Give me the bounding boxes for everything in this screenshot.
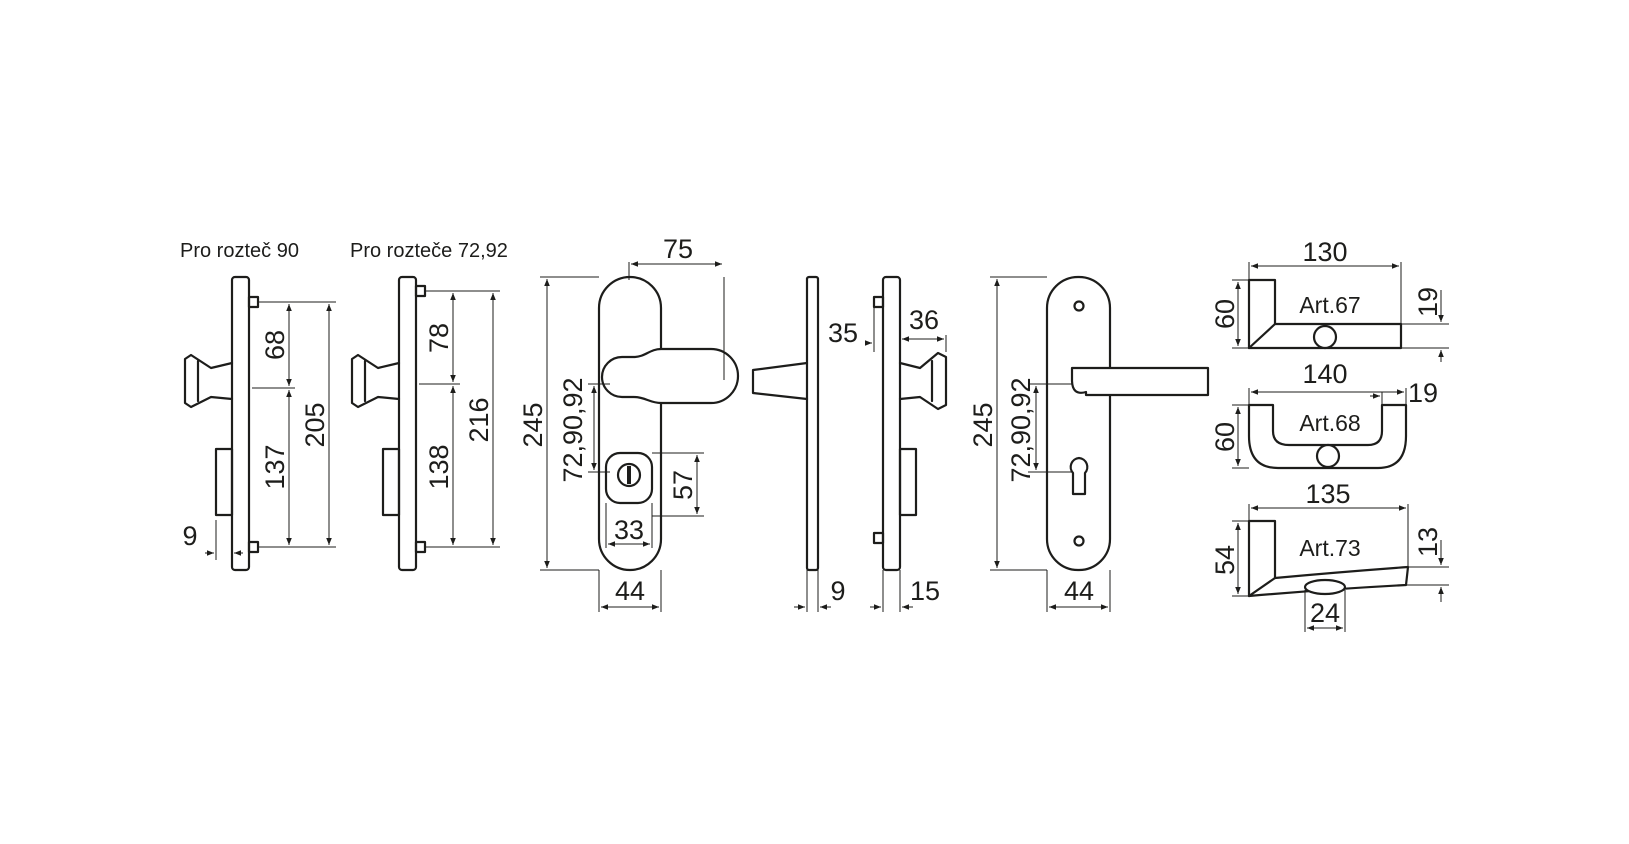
art-73-label: Art.73	[1299, 535, 1360, 561]
escutcheon-plate	[230, 275, 251, 572]
dim-19-a: 19	[1413, 287, 1443, 317]
rose-ellipse	[1303, 578, 1347, 596]
side-view-pitch-72-92	[350, 275, 500, 572]
dim-75: 75	[663, 234, 693, 264]
escutcheon-plate	[881, 275, 902, 572]
screw-bottom	[247, 540, 260, 554]
lever-rose-profile	[898, 351, 948, 411]
lever-art-67	[1232, 262, 1449, 362]
knob-profile	[350, 353, 401, 409]
caption-pitch-90: Pro rozteč 90	[180, 240, 299, 262]
dim-44-a: 44	[615, 576, 645, 606]
dim-24: 24	[1310, 598, 1340, 628]
caption-pitch-72-92: Pro rozteče 72,92	[350, 240, 508, 262]
dim-68: 68	[260, 330, 290, 360]
front-view-knob-plate	[540, 261, 740, 612]
cylinder-core	[616, 462, 642, 488]
dim-15: 15	[910, 576, 940, 606]
knob-profile	[751, 361, 809, 401]
lever-outline	[1247, 519, 1410, 598]
screw-bottom	[414, 540, 427, 554]
dim-138: 138	[424, 444, 454, 489]
art-67-label: Art.67	[1299, 292, 1360, 318]
dim-216: 216	[464, 397, 494, 442]
cylinder-guard	[214, 447, 234, 517]
dim-9-a: 9	[182, 521, 197, 551]
dim-36: 36	[909, 305, 939, 335]
escutcheon-plate	[397, 275, 418, 572]
dim-33: 33	[614, 515, 644, 545]
inner-plate	[805, 275, 820, 572]
dim-57: 57	[668, 470, 698, 500]
dim-19-b: 19	[1408, 378, 1438, 408]
side-view-pitch-90	[183, 275, 336, 572]
cylinder-guard	[381, 447, 401, 517]
escutcheon-plate	[1045, 275, 1112, 572]
dim-245-b: 245	[968, 402, 998, 447]
dim-13: 13	[1413, 527, 1443, 557]
dim-130: 130	[1302, 237, 1347, 267]
dim-205: 205	[300, 402, 330, 447]
screw-bottom	[872, 531, 885, 545]
dim-60-b: 60	[1210, 422, 1240, 452]
side-view-lever-plate	[865, 275, 948, 612]
dim-140: 140	[1302, 359, 1347, 389]
dim-54: 54	[1210, 545, 1240, 575]
dim-72-90-92-a: 72,90,92	[558, 377, 588, 482]
art-68-label: Art.68	[1299, 410, 1360, 436]
cylinder-guard	[604, 451, 654, 505]
dim-245-a: 245	[518, 402, 548, 447]
cylinder-guard	[898, 447, 918, 517]
lever-art-68	[1232, 388, 1408, 470]
knob-profile	[183, 353, 234, 409]
dim-60-a: 60	[1210, 299, 1240, 329]
screw-top	[247, 295, 260, 309]
rose-circle	[1315, 443, 1341, 469]
escutcheon-plate	[597, 275, 663, 572]
dim-35: 35	[828, 318, 858, 348]
dim-135: 135	[1305, 479, 1350, 509]
lever-art-73	[1232, 504, 1449, 632]
rose-circle	[1312, 324, 1338, 350]
dim-78: 78	[424, 323, 454, 353]
dim-9-b: 9	[830, 576, 845, 606]
keyhole	[1069, 456, 1089, 496]
screw-hole-top	[1073, 300, 1085, 312]
dim-44-b: 44	[1064, 576, 1094, 606]
lever-handle	[1070, 366, 1210, 397]
dim-137: 137	[260, 444, 290, 489]
side-profile-inner-plate	[751, 275, 831, 612]
screw-top	[872, 295, 885, 309]
front-view-lever-plate	[990, 275, 1210, 612]
dim-72-90-92-b: 72,90,92	[1006, 377, 1036, 482]
screw-top	[414, 284, 427, 298]
knob	[600, 347, 740, 405]
screw-hole-bottom	[1073, 535, 1085, 547]
